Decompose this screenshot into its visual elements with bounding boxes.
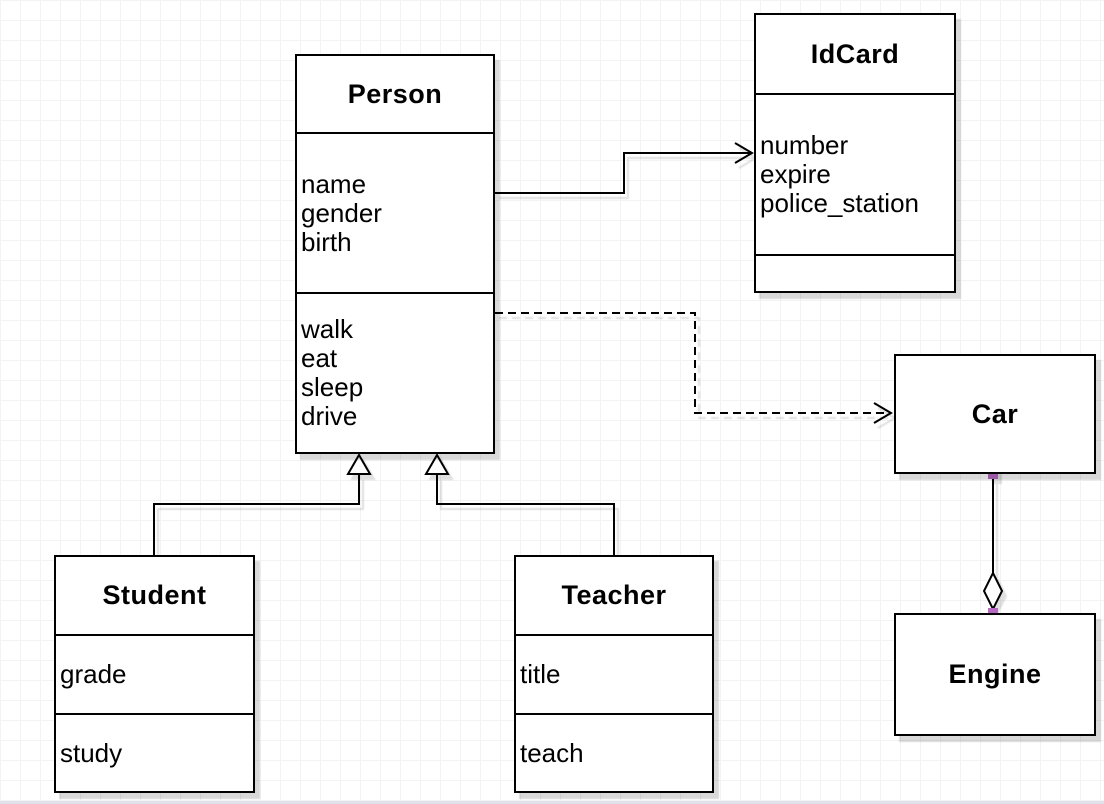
methods-compartment[interactable]: teach	[516, 713, 712, 791]
endpoint-handle-icon[interactable]	[988, 469, 998, 479]
page-boundary	[0, 801, 1104, 804]
attribute-row[interactable]: police_station	[760, 188, 919, 218]
class-student[interactable]: Student grade study	[54, 555, 255, 793]
class-title: Teacher	[561, 580, 667, 610]
class-car[interactable]: Car	[894, 354, 1096, 474]
edge-student-person[interactable]	[153, 453, 372, 555]
attributes-compartment[interactable]: number expire police_station	[756, 93, 954, 254]
attributes-compartment[interactable]: title	[516, 634, 712, 713]
attributes-compartment[interactable]: name gender birth	[297, 132, 493, 292]
edge-person-idcard[interactable]	[495, 142, 754, 194]
edge-car-engine[interactable]	[982, 469, 1004, 618]
attribute-row[interactable]: grade	[60, 659, 127, 689]
edge-line	[153, 474, 360, 555]
open-arrow-icon	[873, 402, 893, 424]
class-title: Car	[971, 398, 1019, 429]
edge-teacher-person[interactable]	[424, 453, 615, 555]
edge-line	[495, 152, 750, 194]
method-row[interactable]: walk	[301, 314, 354, 344]
aggregation-diamond-icon	[982, 570, 1004, 612]
methods-compartment[interactable]	[756, 254, 954, 291]
method-row[interactable]: study	[60, 737, 123, 768]
attribute-row[interactable]: expire	[760, 159, 831, 189]
class-engine[interactable]: Engine	[894, 613, 1096, 736]
attribute-row[interactable]: number	[760, 130, 849, 160]
methods-compartment[interactable]: study	[56, 713, 253, 791]
class-title: Person	[347, 78, 443, 109]
attributes-compartment[interactable]: grade	[56, 634, 253, 713]
class-person[interactable]: Person name gender birth walk eat sleep …	[295, 54, 495, 454]
edge-line	[436, 474, 615, 555]
method-row[interactable]: sleep	[301, 372, 364, 402]
method-row[interactable]: eat	[301, 343, 338, 373]
method-row[interactable]: drive	[301, 401, 358, 431]
methods-compartment[interactable]: walk eat sleep drive	[297, 292, 493, 452]
inheritance-triangle-icon	[346, 453, 372, 475]
attribute-row[interactable]: gender	[301, 197, 382, 228]
method-row[interactable]: teach	[520, 737, 584, 768]
class-title: Student	[102, 580, 207, 610]
attribute-row[interactable]: name	[301, 168, 367, 199]
edge-line	[495, 312, 889, 414]
class-idcard[interactable]: IdCard number expire police_station	[754, 13, 956, 293]
class-title: Engine	[948, 659, 1042, 689]
open-arrow-icon	[734, 142, 754, 164]
edge-person-car[interactable]	[495, 312, 893, 424]
attribute-row[interactable]: title	[520, 659, 561, 689]
inheritance-triangle-icon	[424, 453, 450, 475]
class-teacher[interactable]: Teacher title teach	[514, 555, 714, 793]
class-title: IdCard	[810, 38, 900, 69]
attribute-row[interactable]: birth	[301, 226, 352, 257]
